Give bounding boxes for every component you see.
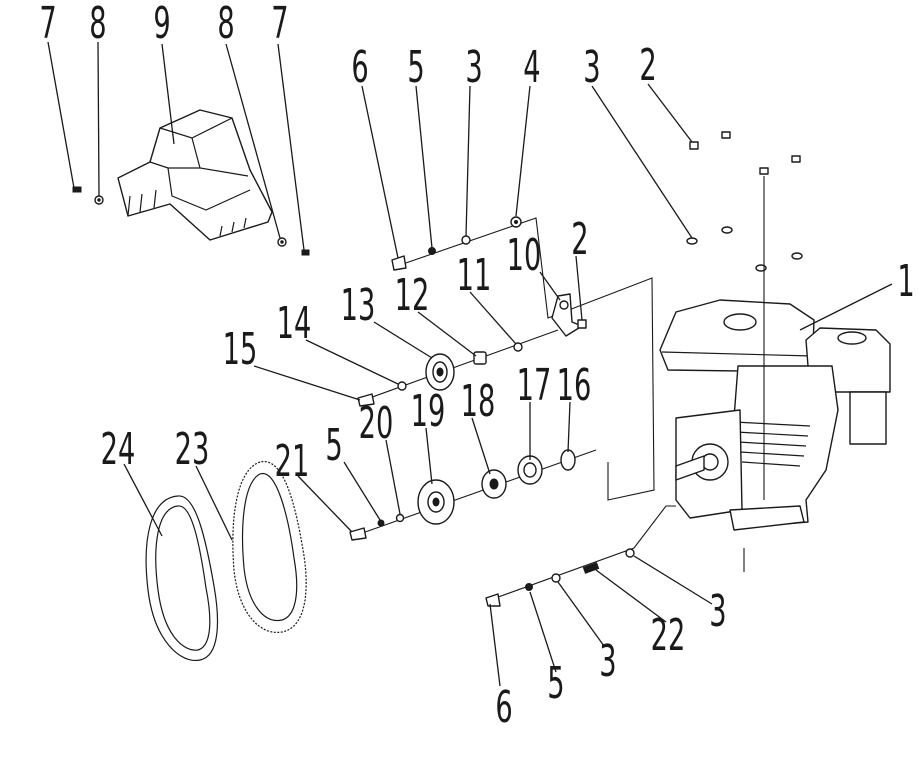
callout-1: 1	[897, 255, 914, 307]
bolt-21	[349, 527, 367, 541]
callout-6: 6	[495, 681, 512, 733]
washer-11	[513, 342, 523, 352]
bracket-10	[551, 293, 583, 337]
callout-5: 5	[547, 657, 564, 709]
callout-19: 19	[411, 385, 446, 437]
callout-8: 8	[89, 0, 106, 49]
callout-labels: 7 8 9 8 7 6 5 3 4 3 2 10 2 11 12 13 14 1…	[39, 0, 914, 733]
bolt-6-upper	[391, 255, 407, 271]
washer-3-lower	[551, 573, 561, 583]
washer-5-mid	[377, 519, 385, 527]
screw-7-right	[301, 249, 310, 256]
callout-23: 23	[175, 423, 210, 475]
idler-pulley-13	[425, 353, 455, 391]
pulley-19	[417, 479, 455, 525]
callout-5: 5	[325, 419, 342, 471]
bolt-15	[357, 393, 375, 407]
callout-7: 7	[39, 0, 56, 49]
nut-2-mid	[577, 319, 587, 329]
screw-7-left	[72, 186, 82, 193]
spacer-12	[473, 351, 487, 365]
callout-21: 21	[275, 435, 310, 487]
washer-20	[395, 513, 405, 523]
callout-20: 20	[359, 397, 394, 449]
callout-6: 6	[351, 41, 368, 93]
callout-24: 24	[101, 423, 136, 475]
callout-22: 22	[651, 609, 686, 661]
callout-3: 3	[583, 41, 600, 93]
washer-8-right	[277, 237, 287, 247]
callout-17: 17	[517, 359, 552, 411]
washer-3-upper	[461, 235, 471, 245]
callout-2: 2	[571, 213, 588, 265]
callout-8: 8	[217, 0, 234, 49]
callout-3: 3	[709, 585, 726, 637]
callout-10: 10	[507, 229, 542, 281]
belt-guard-cover	[117, 109, 273, 241]
ring-16	[560, 449, 576, 471]
leader-lines	[47, 41, 893, 687]
callout-11: 11	[457, 249, 492, 301]
washer-3-right	[625, 548, 635, 558]
bolt-6-lower	[485, 593, 501, 607]
callout-2: 2	[639, 39, 656, 91]
callout-3: 3	[599, 635, 616, 687]
callout-9: 9	[153, 0, 170, 49]
callout-3: 3	[465, 41, 482, 93]
callout-5: 5	[407, 41, 424, 93]
engine-nuts	[686, 131, 803, 272]
drive-gear-17	[517, 455, 543, 485]
key-22	[582, 562, 600, 574]
washer-5-upper	[428, 247, 436, 255]
callout-12: 12	[395, 269, 430, 321]
engine	[659, 299, 891, 531]
washer-4	[510, 216, 522, 228]
v-belt-24	[145, 495, 219, 661]
washer-5-lower	[525, 583, 533, 591]
callout-14: 14	[277, 297, 312, 349]
callout-4: 4	[523, 41, 540, 93]
bearing-18	[481, 469, 507, 499]
callout-13: 13	[341, 279, 376, 331]
callout-15: 15	[223, 323, 258, 375]
callout-7: 7	[271, 0, 288, 49]
washer-14	[397, 381, 407, 391]
toothed-belt-23	[232, 461, 307, 633]
callout-18: 18	[461, 375, 496, 427]
callout-16: 16	[557, 359, 592, 411]
washer-8-left	[94, 195, 104, 205]
